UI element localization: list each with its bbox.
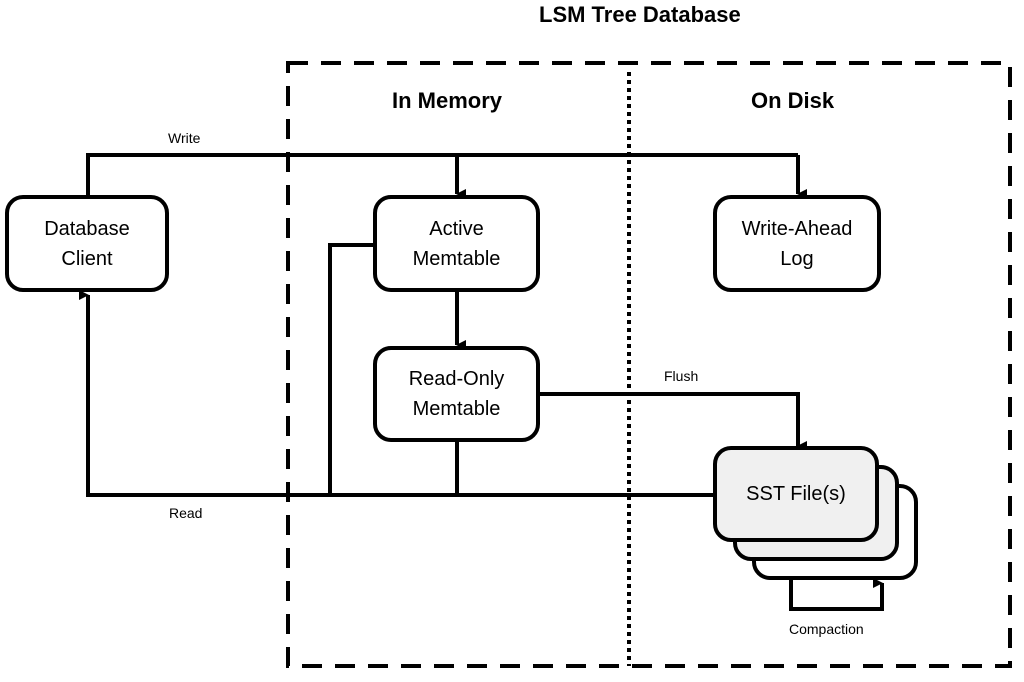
diagram-title: LSM Tree Database — [539, 2, 741, 27]
sst-files-label: SST File(s) — [746, 483, 846, 505]
flush-edge-label: Flush — [664, 368, 699, 384]
section-label-on-disk: On Disk — [751, 88, 835, 113]
write-edge-label: Write — [168, 130, 201, 146]
compaction-edge-label: Compaction — [789, 621, 864, 637]
database-client-node[interactable] — [5, 195, 169, 292]
lsm-database-boundary — [286, 61, 1012, 668]
read-edge-line — [79, 290, 714, 497]
compaction-edge — [789, 578, 884, 611]
sst-file-front[interactable] — [713, 446, 879, 542]
read-only-memtable-node[interactable] — [373, 346, 540, 442]
write-edge-line — [86, 153, 798, 196]
write-ahead-log-node[interactable] — [713, 195, 881, 292]
read-edge-from-active-memtable — [328, 243, 375, 495]
active-memtable-node[interactable] — [373, 195, 540, 292]
flush-edge — [539, 392, 807, 451]
section-label-in-memory: In Memory — [392, 88, 503, 113]
read-edge-label: Read — [169, 505, 203, 521]
